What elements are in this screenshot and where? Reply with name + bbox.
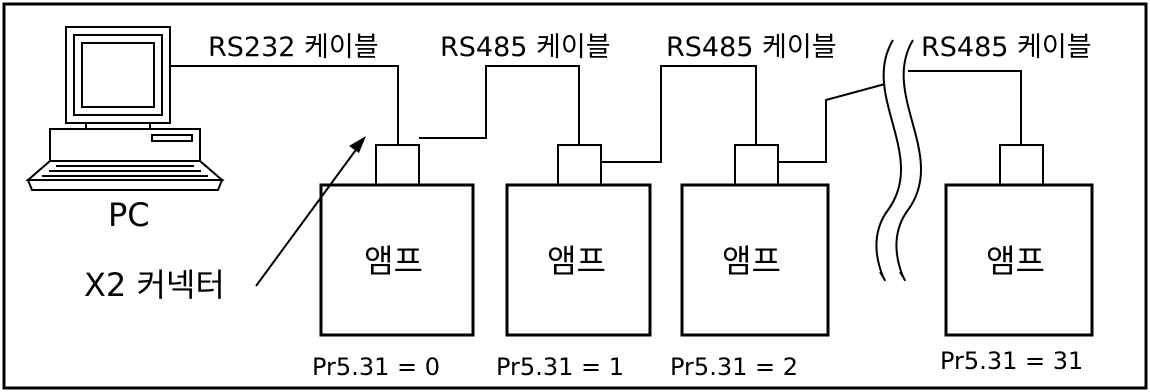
x2-connector (999, 144, 1044, 186)
rs485-wire-1 (419, 65, 580, 145)
pc-label: PC (108, 196, 150, 234)
x2-connector (375, 144, 420, 186)
amp-label: 앰프 (722, 242, 781, 280)
pc-icon (25, 26, 225, 191)
amp-param: Pr5.31 = 1 (496, 353, 624, 381)
amp-unit-1: 앰프 Pr5.31 = 0 (312, 144, 475, 381)
break-symbol (875, 39, 922, 282)
connector-label: X2 커넥터 (84, 266, 225, 304)
rs485-wire-3b (908, 70, 1022, 145)
rs232-wire (170, 65, 399, 145)
amp-label: 앰프 (364, 242, 423, 280)
amp-unit-2: 앰프 Pr5.31 = 1 (496, 144, 652, 381)
amp-box (680, 183, 830, 337)
amp-box (505, 183, 652, 337)
amp-label: 앰프 (986, 242, 1045, 280)
rs485-wire-3a (778, 83, 886, 163)
x2-connector (734, 144, 779, 186)
cable-wires (170, 65, 1022, 163)
rs232-cable-label: RS232 케이블 (208, 32, 379, 63)
amp-param: Pr5.31 = 0 (312, 353, 440, 381)
amp-unit-4: 앰프 Pr5.31 = 31 (940, 144, 1094, 375)
rs485-cable-label-2: RS485 케이블 (666, 32, 837, 63)
rs485-cable-label-1: RS485 케이블 (440, 32, 611, 63)
connector-pointer-arrow (255, 136, 366, 287)
rs485-cable-label-3: RS485 케이블 (921, 32, 1092, 63)
amp-box (944, 183, 1094, 337)
x2-connector (557, 144, 602, 186)
amp-label: 앰프 (547, 242, 606, 280)
rs485-wire-2 (601, 65, 757, 163)
amp-param: Pr5.31 = 2 (670, 353, 798, 381)
amp-param: Pr5.31 = 31 (940, 347, 1083, 375)
amp-unit-3: 앰프 Pr5.31 = 2 (670, 144, 830, 381)
amp-box (319, 183, 475, 337)
